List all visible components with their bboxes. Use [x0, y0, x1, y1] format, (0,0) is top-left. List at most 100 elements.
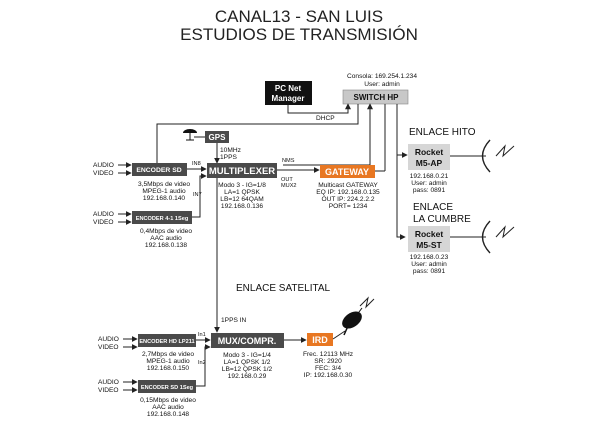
encoder-41-box: ENCODER 4-1 1Seg — [132, 211, 192, 224]
gps-box: GPS — [205, 131, 229, 143]
ird-to-dish — [332, 330, 346, 340]
rocket-ap-info-1: 192.168.0.21 — [410, 173, 449, 180]
title-line-1: CANAL13 - SAN LUIS — [215, 7, 383, 26]
rocket-ap-info-3: pass: 0891 — [413, 187, 446, 194]
mux-compr-info-4: 192.168.0.29 — [228, 373, 267, 380]
encoder-sd-video: VIDEO — [93, 170, 114, 177]
gateway-label: GATEWAY — [325, 167, 369, 177]
gps-label: GPS — [209, 133, 227, 142]
encoder-41-label: ENCODER 4-1 1Seg — [136, 216, 189, 222]
encoder-hd-video: VIDEO — [98, 344, 119, 351]
encoder-41-video: VIDEO — [93, 219, 114, 226]
multiplexer-label: MULTIPLEXER — [209, 166, 275, 177]
gateway-box: GATEWAY — [320, 165, 375, 178]
dhcp-link — [287, 103, 351, 114]
mux-out: OUT — [281, 177, 293, 183]
rocket-st-info-1: 192.168.0.23 — [410, 254, 449, 261]
gps-pps: 1PPS — [220, 154, 237, 161]
mux-in7: IN7 — [193, 192, 202, 198]
encoder-sd-info-3: 192.168.0.140 — [143, 195, 186, 202]
encoder-sd-label: ENCODER SD — [136, 167, 181, 174]
enlace-cumbre-title-2: LA CUMBRE — [413, 214, 471, 225]
encoder-hd-label: ENCODER HD LP211 — [139, 339, 194, 345]
multiplexer-box: MULTIPLEXER — [207, 163, 277, 178]
encoder-sd2-info-3: 192.168.0.148 — [147, 411, 190, 418]
encoder-41-to-mux — [192, 173, 207, 218]
encoder-sd-audio: AUDIO — [93, 162, 114, 169]
pc-net-manager-line-2: Manager — [272, 94, 305, 103]
encoder-sd2-video: VIDEO — [98, 387, 119, 394]
switch-console: Consola: 169.254.1.234 — [347, 73, 417, 80]
rocket-ap-line-1: Rocket — [415, 147, 444, 157]
encoder-41-info-1: 0,4Mbps de video — [140, 228, 192, 235]
enlace-satelital-title: ENLACE SATELITAL — [236, 283, 331, 294]
rocket-m5-st-box: Rocket M5-ST — [408, 226, 450, 252]
encoder-hd-audio: AUDIO — [98, 336, 119, 343]
encoder-sd-box: ENCODER SD — [132, 163, 187, 176]
pps-in-label: 1PPS IN — [221, 317, 247, 324]
mux-compr-in1: In1 — [198, 332, 206, 338]
multiplexer-info-2: LA=1 QPSK — [224, 189, 260, 196]
encoder-sd2-audio: AUDIO — [98, 379, 119, 386]
ird-info-3: FEC: 3/4 — [315, 365, 341, 372]
mux-compr-info-2: LA=1 QPSK 1/2 — [224, 359, 271, 366]
mux-in8: IN8 — [192, 161, 201, 167]
gateway-info-3: OUT IP: 224.2.2.2 — [321, 196, 374, 203]
mux-nms: NMS — [282, 158, 295, 164]
encoder-41-info-2: AAC audio — [150, 235, 182, 242]
mux-compr-info-3: LB=12 QPSK 1/2 — [222, 366, 273, 373]
encoder-41-audio: AUDIO — [93, 211, 114, 218]
multiplexer-info-3: LB=12 64QAM — [220, 196, 263, 203]
switch-user: User: admin — [364, 81, 400, 88]
ird-info-4: IP: 192.168.0.30 — [304, 372, 353, 379]
encoder-sd-info-1: 3,5Mbps de video — [138, 181, 190, 188]
encoder-sd2-info-2: AAC audio — [152, 404, 184, 411]
encoder-sd2-label: ENCODER SD 1Seg — [141, 385, 194, 391]
pc-net-manager-box: PC Net Manager — [265, 81, 312, 105]
satellite-dish-icon — [342, 296, 375, 336]
cumbre-signal-icon — [495, 225, 515, 239]
gateway-info-4: PORT= 1234 — [329, 203, 368, 210]
gateway-info-1: Multicast GATEWAY — [318, 182, 378, 189]
multiplexer-info-1: Modo 3 - IG=1/8 — [218, 182, 266, 189]
mux-compr-label: MUX/COMPR. — [218, 336, 277, 346]
ird-info-2: SR: 2920 — [314, 358, 342, 365]
ird-label: IRD — [312, 335, 328, 345]
rocket-st-line-2: M5-ST — [416, 240, 442, 250]
switch-hp-label: SWITCH HP — [354, 93, 400, 102]
switch-to-encoder-link — [156, 104, 359, 163]
enlace-cumbre-title-1: ENLACE — [413, 202, 453, 213]
rocket-ap-info-2: User: admin — [411, 180, 447, 187]
pc-net-manager-line-1: PC Net — [275, 84, 302, 93]
gateway-info-2: EQ IP: 192.168.0.135 — [316, 189, 380, 196]
rocket-ap-line-2: M5-AP — [416, 158, 443, 168]
mux-mux2: MUX2 — [281, 183, 297, 189]
encoder-41-info-3: 192.168.0.138 — [145, 242, 188, 249]
mux-compr-in2: In2 — [198, 360, 206, 366]
encoder-sd-info-2: MPEG-1 audio — [142, 188, 186, 195]
encoder-sd2-box: ENCODER SD 1Seg — [138, 380, 196, 393]
encoder-sd2-to-mux-compr — [196, 344, 211, 387]
mux-compr-info-1: Modo 3 - IG=1/4 — [223, 352, 271, 359]
encoder-hd-info-3: 192.168.0.150 — [147, 365, 190, 372]
encoder-hd-info-1: 2,7Mbps de video — [142, 351, 194, 358]
encoder-hd-box: ENCODER HD LP211 — [138, 334, 196, 347]
dhcp-label: DHCP — [316, 115, 335, 122]
ird-info-1: Frec. 12113 MHz — [303, 351, 353, 358]
title-line-2: ESTUDIOS DE TRANSMISIÓN — [180, 25, 418, 44]
gps-antenna-icon — [183, 129, 197, 141]
ird-box: IRD — [307, 333, 333, 346]
hito-signal-icon — [495, 144, 515, 158]
encoder-hd-info-2: MPEG-1 audio — [146, 358, 190, 365]
rocket-st-line-1: Rocket — [415, 229, 444, 239]
multiplexer-info-4: 192.168.0.136 — [221, 203, 264, 210]
rocket-st-info-2: User: admin — [411, 261, 447, 268]
switch-hp-box: SWITCH HP — [342, 89, 409, 105]
rocket-m5-ap-box: Rocket M5-AP — [408, 144, 450, 170]
gps-freq: 10MHz — [220, 147, 241, 154]
enlace-hito-title: ENLACE HITO — [409, 127, 476, 138]
rocket-st-info-3: pass: 0891 — [413, 268, 446, 275]
mux-compr-box: MUX/COMPR. — [211, 333, 284, 348]
encoder-sd2-info-1: 0,15Mbps de video — [140, 397, 196, 404]
